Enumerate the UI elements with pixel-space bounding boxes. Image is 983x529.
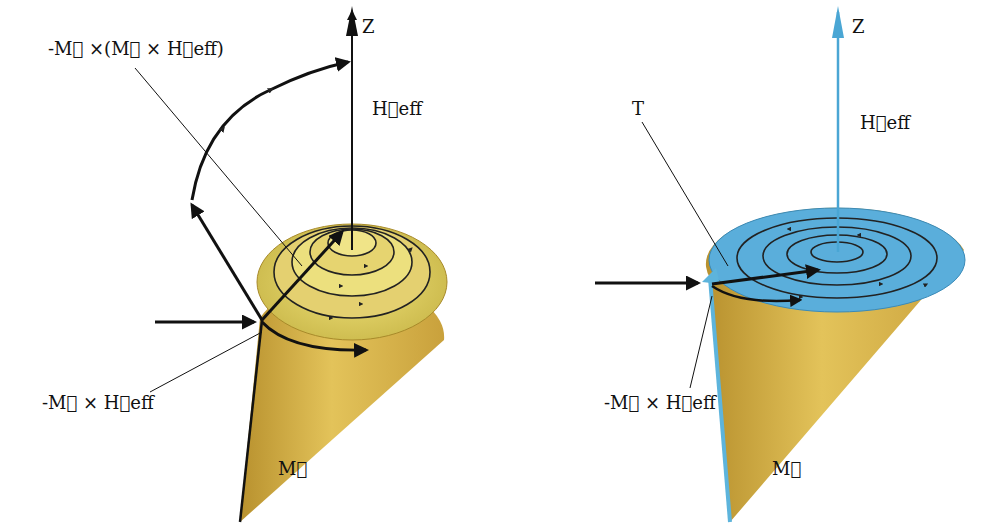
torque-label: T [632,98,644,120]
vector-label: M⃗ [278,458,307,480]
left-cone [135,6,447,522]
field-label: H⃗eff [860,112,910,134]
vector-label: M⃗ [772,458,801,480]
axis-label: Z [852,16,865,38]
field-label: H⃗eff [372,98,422,120]
formula-label: -M⃗ × H⃗eff [42,392,154,414]
formula-label: -M⃗ ×(M⃗ × H⃗eff) [48,38,224,60]
formula-label: -M⃗ × H⃗eff [604,392,716,414]
axis-label: Z [362,16,375,38]
right-cone [595,6,965,522]
